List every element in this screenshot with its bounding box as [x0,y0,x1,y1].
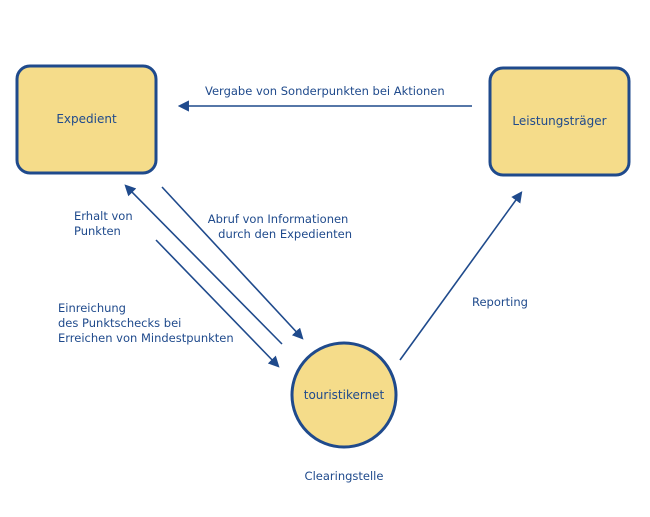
node-touristikernet: touristikernet [290,341,398,449]
einreichung-label-line: Einreichung [58,301,126,315]
node-expedient-label: Expedient [56,112,117,126]
node-expedient: Expedient [15,64,158,175]
reporting-arrow [399,191,523,361]
clearingstelle-label: Clearingstelle [305,469,384,483]
reporting-label: Reporting [472,295,528,309]
einreichung-label: Einreichung des Punktschecks bei Erreich… [58,301,234,345]
node-touristikernet-label: touristikernet [304,388,385,402]
abruf-label-line: durch den Expedienten [218,227,352,241]
node-leistungstraeger: Leistungsträger [488,66,631,177]
einreichung-label-line: Erreichen von Mindestpunkten [58,331,234,345]
vergabe-label-line: Vergabe von Sonderpunkten bei Aktionen [205,84,445,98]
vergabe-label: Vergabe von Sonderpunkten bei Aktionen [205,84,445,98]
node-leistungstraeger-label: Leistungsträger [512,114,606,128]
erhalt-label: Erhalt von Punkten [74,209,136,238]
reporting-label-line: Reporting [472,295,528,309]
abruf-label-line: Abruf von Informationen [208,212,349,226]
erhalt-label-line: Punkten [74,224,121,238]
abruf-arrow [161,186,304,340]
erhalt-arrow [124,184,283,345]
erhalt-label-line: Erhalt von [74,209,133,223]
abruf-label: Abruf von Informationen durch den Expedi… [208,212,352,241]
einreichung-label-line: des Punktschecks bei [58,316,181,330]
einreichung-arrow [155,239,280,368]
